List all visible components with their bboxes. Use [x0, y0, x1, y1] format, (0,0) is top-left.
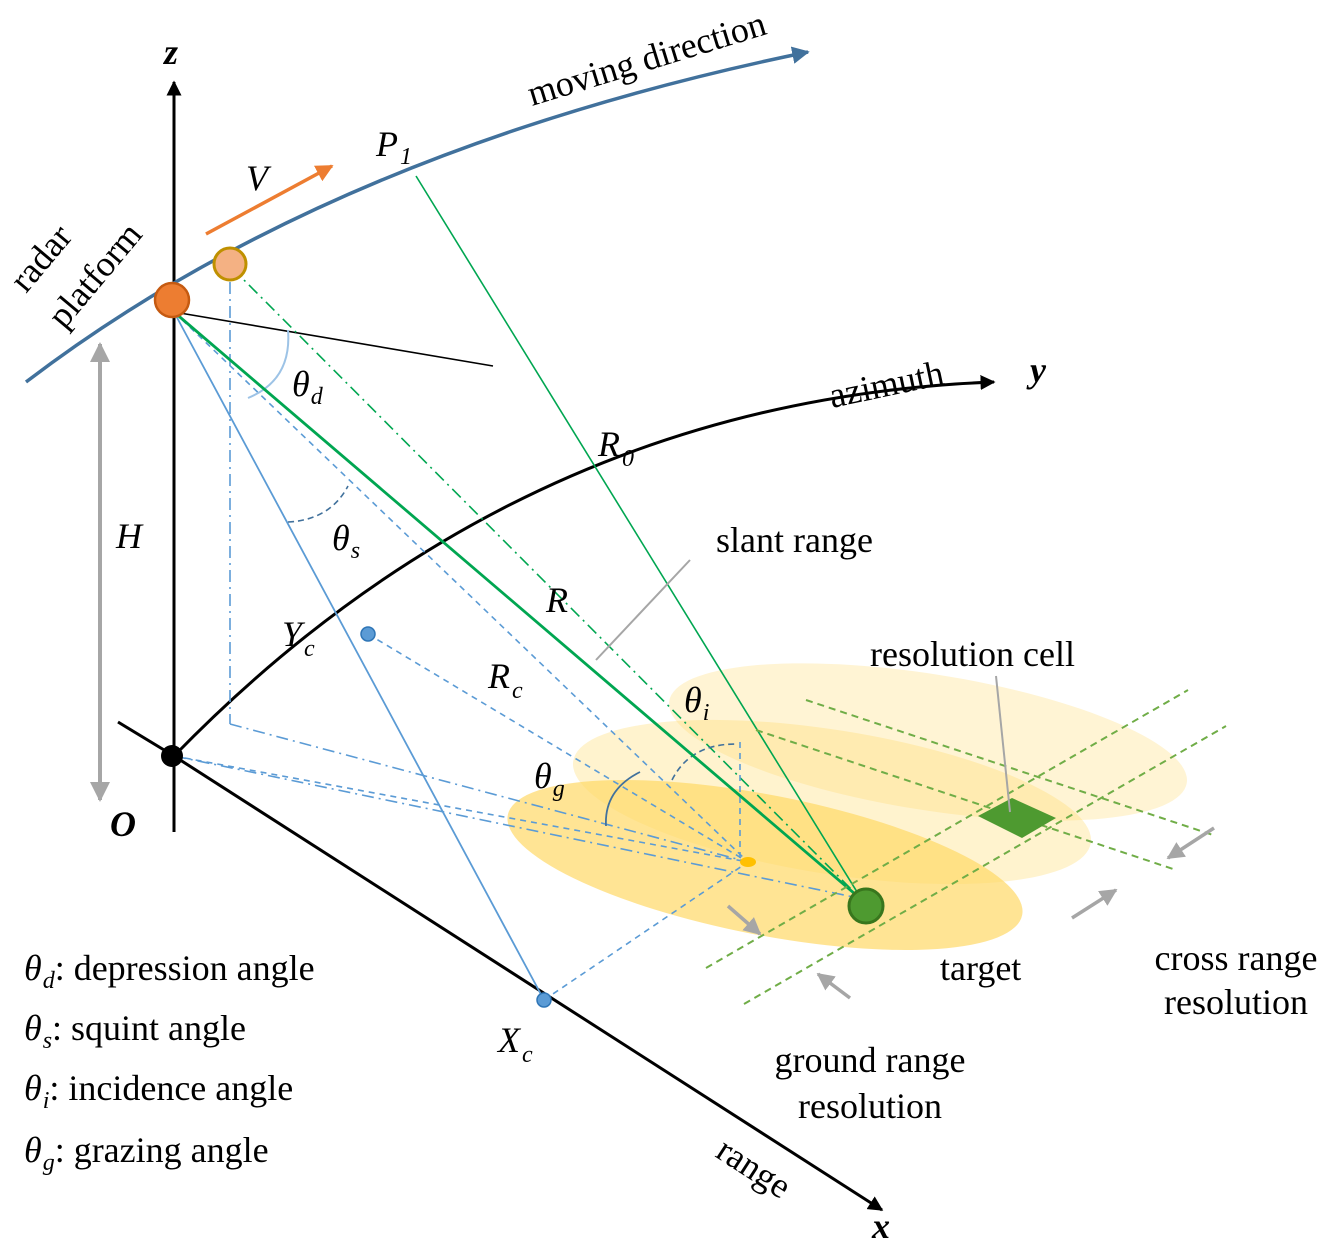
theta-g-label: θg: [534, 756, 565, 802]
rc-dashed-line: [173, 311, 749, 863]
slant-range-label: slant range: [716, 520, 873, 560]
ground-res-arrow-lower: [816, 972, 852, 1000]
theta-d-label: θd: [292, 364, 324, 410]
yc-point: [360, 626, 376, 642]
legend-item-incidence: θi: incidence angle: [24, 1068, 293, 1114]
radar-previous-position: [212, 246, 248, 282]
target-point: [847, 887, 885, 925]
ground-dashdot-line-b: [173, 755, 869, 901]
legend-item-grazing: θg: grazing angle: [24, 1130, 269, 1176]
yc-dashed-line: [367, 633, 749, 863]
resolution-cell-patch: [978, 798, 1056, 838]
resolution-cell-label: resolution cell: [870, 634, 1075, 674]
velocity-label: V: [246, 158, 272, 198]
rc-label: Rc: [487, 656, 523, 704]
origin-dashed-line: [173, 755, 749, 863]
x-axis: [173, 754, 884, 1212]
radar-platform-point: [153, 281, 191, 319]
cross-range-label-line1: cross range: [1155, 938, 1318, 978]
z-axis-label: z: [162, 32, 178, 72]
footprint-near: [507, 780, 1023, 950]
r0-line: [415, 175, 863, 901]
legend-item-squint: θs: squint angle: [24, 1008, 246, 1054]
theta-i-label: θi: [684, 680, 709, 726]
grazing-angle-arc: [605, 771, 641, 827]
velocity-arrow: [205, 164, 334, 236]
cross-res-arrow-lower: [1071, 888, 1118, 920]
xc-dashed-line: [543, 861, 749, 1001]
moving-direction-label: moving direction: [523, 3, 771, 113]
height-label: H: [115, 516, 144, 556]
ground-res-arrow-upper: [726, 904, 762, 936]
xc-solid-line: [173, 311, 545, 1001]
scene-center-point: [740, 857, 756, 867]
yc-label: Yc: [282, 614, 315, 662]
azimuth-label: azimuth: [825, 353, 947, 416]
legend: θd: depression angle θs: squint angle θi…: [24, 948, 315, 1176]
range-res-line-2: [743, 725, 1227, 1005]
xc-label: Xc: [496, 1020, 533, 1068]
origin-label: O: [110, 804, 136, 844]
range-label: range: [710, 1129, 799, 1206]
ground-dashdot-line-a: [229, 723, 749, 863]
r-label: R: [545, 580, 568, 620]
cross-res-line-1: [755, 729, 1177, 871]
target-label: target: [940, 948, 1021, 988]
legend-item-depression: θd: depression angle: [24, 948, 315, 994]
y-axis-curve: [172, 375, 996, 758]
depression-angle-arc: [247, 329, 290, 399]
cross-res-arrow-upper: [1166, 826, 1215, 860]
p1-label: P1: [375, 124, 412, 170]
slant-range-pointer: [595, 559, 691, 661]
xc-point: [536, 992, 552, 1008]
resolution-cell-pointer: [995, 675, 1011, 813]
r0-label: R0: [597, 424, 634, 472]
range-res-line-1: [705, 689, 1189, 969]
x-axis-label: x: [871, 1206, 890, 1244]
horizontal-reference-line: [173, 311, 494, 367]
theta-s-label: θs: [332, 518, 360, 564]
cross-range-label-line2: resolution: [1164, 982, 1308, 1022]
origin-point: [161, 745, 183, 767]
ground-range-label-line1: ground range: [775, 1040, 966, 1080]
ground-range-label-line2: resolution: [798, 1086, 942, 1126]
trajectory-curve: [24, 46, 810, 384]
slant-range-r-line: [173, 310, 863, 902]
green-dashdot-line: [231, 267, 863, 901]
footprint-far: [669, 663, 1187, 821]
squint-angle-arc: [287, 485, 349, 523]
y-axis-label: y: [1026, 350, 1047, 390]
